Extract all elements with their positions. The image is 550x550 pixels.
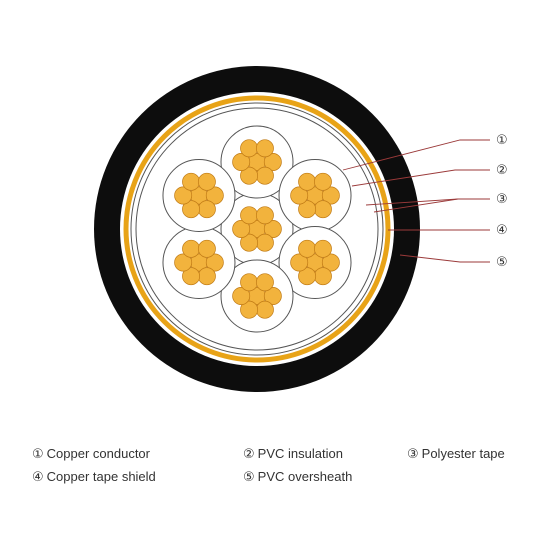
copper-tape-shield (123, 95, 391, 363)
copper-conductor-strand (255, 300, 274, 319)
copper-conductor-strand (290, 186, 309, 205)
copper-conductor-strand (182, 172, 201, 191)
copper-conductor-strand (255, 233, 274, 252)
callout-5: ⑤ (496, 255, 508, 270)
copper-conductor-strand (182, 200, 201, 219)
legend-number: ③ (407, 447, 419, 462)
copper-conductor-strand (290, 253, 309, 272)
copper-conductor-strand (313, 172, 332, 191)
insulated-core (278, 159, 352, 232)
leader-line-3b (373, 198, 459, 213)
legend-label: Copper conductor (46, 446, 150, 461)
copper-conductor-strand (197, 239, 216, 258)
legend-number: ① (32, 447, 44, 462)
callout-4: ④ (496, 223, 508, 238)
copper-conductor-strand (263, 287, 282, 305)
copper-conductor-strand (240, 300, 259, 319)
copper-conductor-strand (255, 139, 274, 158)
insulated-core (278, 226, 352, 299)
copper-conductor-strand (232, 220, 251, 238)
legend-label: Polyester tape (421, 446, 505, 461)
copper-conductor-strand (263, 220, 282, 238)
copper-conductor-strand (240, 233, 259, 252)
insulated-core (162, 226, 236, 299)
legend-label: PVC oversheath (257, 469, 353, 484)
copper-conductor-strand (313, 200, 332, 219)
copper-conductor-strand (205, 186, 224, 205)
copper-conductor-strand (240, 166, 259, 185)
copper-conductor-strand (197, 200, 216, 219)
callout-1: ① (496, 133, 508, 148)
cable-cross-section-diagram: ① ② ③ ④ ⑤ (94, 66, 508, 392)
copper-conductor-strand (174, 253, 193, 272)
copper-conductor-strand (240, 273, 259, 292)
copper-conductor-strand (240, 206, 259, 225)
callout-3: ③ (496, 192, 508, 207)
insulated-core (220, 125, 294, 199)
leader-line-5 (399, 254, 490, 263)
copper-conductor-strand (232, 287, 251, 305)
copper-conductor-strand (255, 273, 274, 292)
copper-conductor-strand (321, 186, 340, 205)
callout-2: ② (496, 163, 508, 178)
legend-number: ② (243, 447, 255, 462)
copper-conductor-strand (263, 153, 282, 171)
insulated-core (220, 192, 294, 266)
copper-conductor-strand (182, 239, 201, 258)
copper-conductor-strand (313, 239, 332, 258)
copper-conductor-strand (240, 139, 259, 158)
legend-number: ⑤ (243, 470, 255, 485)
copper-conductor-strand (321, 253, 340, 272)
copper-conductor-strand (182, 267, 201, 286)
copper-conductor-strand (255, 206, 274, 225)
polyester-tape-inner (135, 107, 379, 351)
copper-conductor-strand (298, 239, 317, 258)
leader-line-1 (342, 139, 490, 171)
polyester-tape-outer (130, 102, 384, 356)
legend-number: ④ (32, 470, 44, 485)
copper-conductor-strand (197, 267, 216, 286)
copper-conductor-strand (255, 166, 274, 185)
copper-conductor-strand (205, 253, 224, 272)
copper-conductor-strand (232, 153, 251, 171)
legend-label: Copper tape shield (46, 469, 156, 484)
copper-conductor-strand (174, 186, 193, 205)
leader-line-2 (351, 169, 490, 187)
copper-conductor-strand (313, 267, 332, 286)
insulated-core (220, 259, 294, 333)
copper-conductor-strand (298, 267, 317, 286)
copper-conductor-strand (197, 172, 216, 191)
legend-label: PVC insulation (257, 446, 343, 461)
copper-conductor-strand (298, 172, 317, 191)
insulated-core (162, 159, 236, 232)
copper-conductor-strand (298, 200, 317, 219)
